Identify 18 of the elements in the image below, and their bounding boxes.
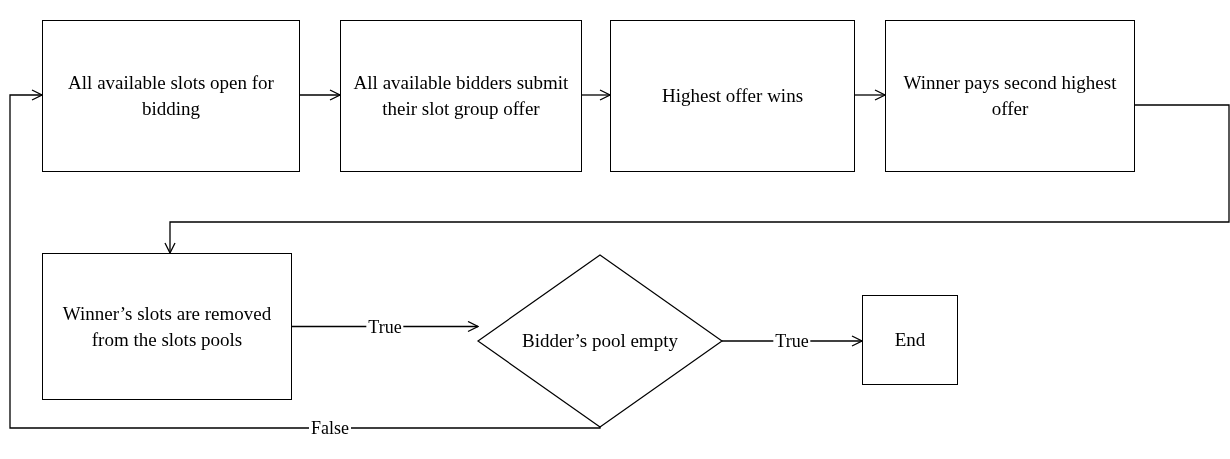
node-label: Bidder’s pool empty [522, 329, 678, 353]
node-label: All available slots open for bidding [67, 71, 275, 121]
arrow [164, 104, 1230, 254]
arrow [299, 89, 341, 101]
process-box [340, 20, 582, 172]
arrow [581, 89, 611, 101]
process-box [885, 20, 1135, 172]
process-box [610, 20, 855, 172]
arrow [854, 89, 886, 101]
node-label: All available bidders submit their slot group offer [353, 71, 569, 121]
arrow [9, 89, 601, 429]
node-label: Highest offer wins [661, 84, 804, 108]
process-box [42, 253, 292, 400]
process-box [42, 20, 300, 172]
node-label: Winner’s slots are removed from the slots pools [61, 301, 273, 352]
node-label: End [894, 328, 926, 352]
process-box [862, 295, 958, 385]
node-label: Winner pays second highest offer [902, 71, 1118, 121]
